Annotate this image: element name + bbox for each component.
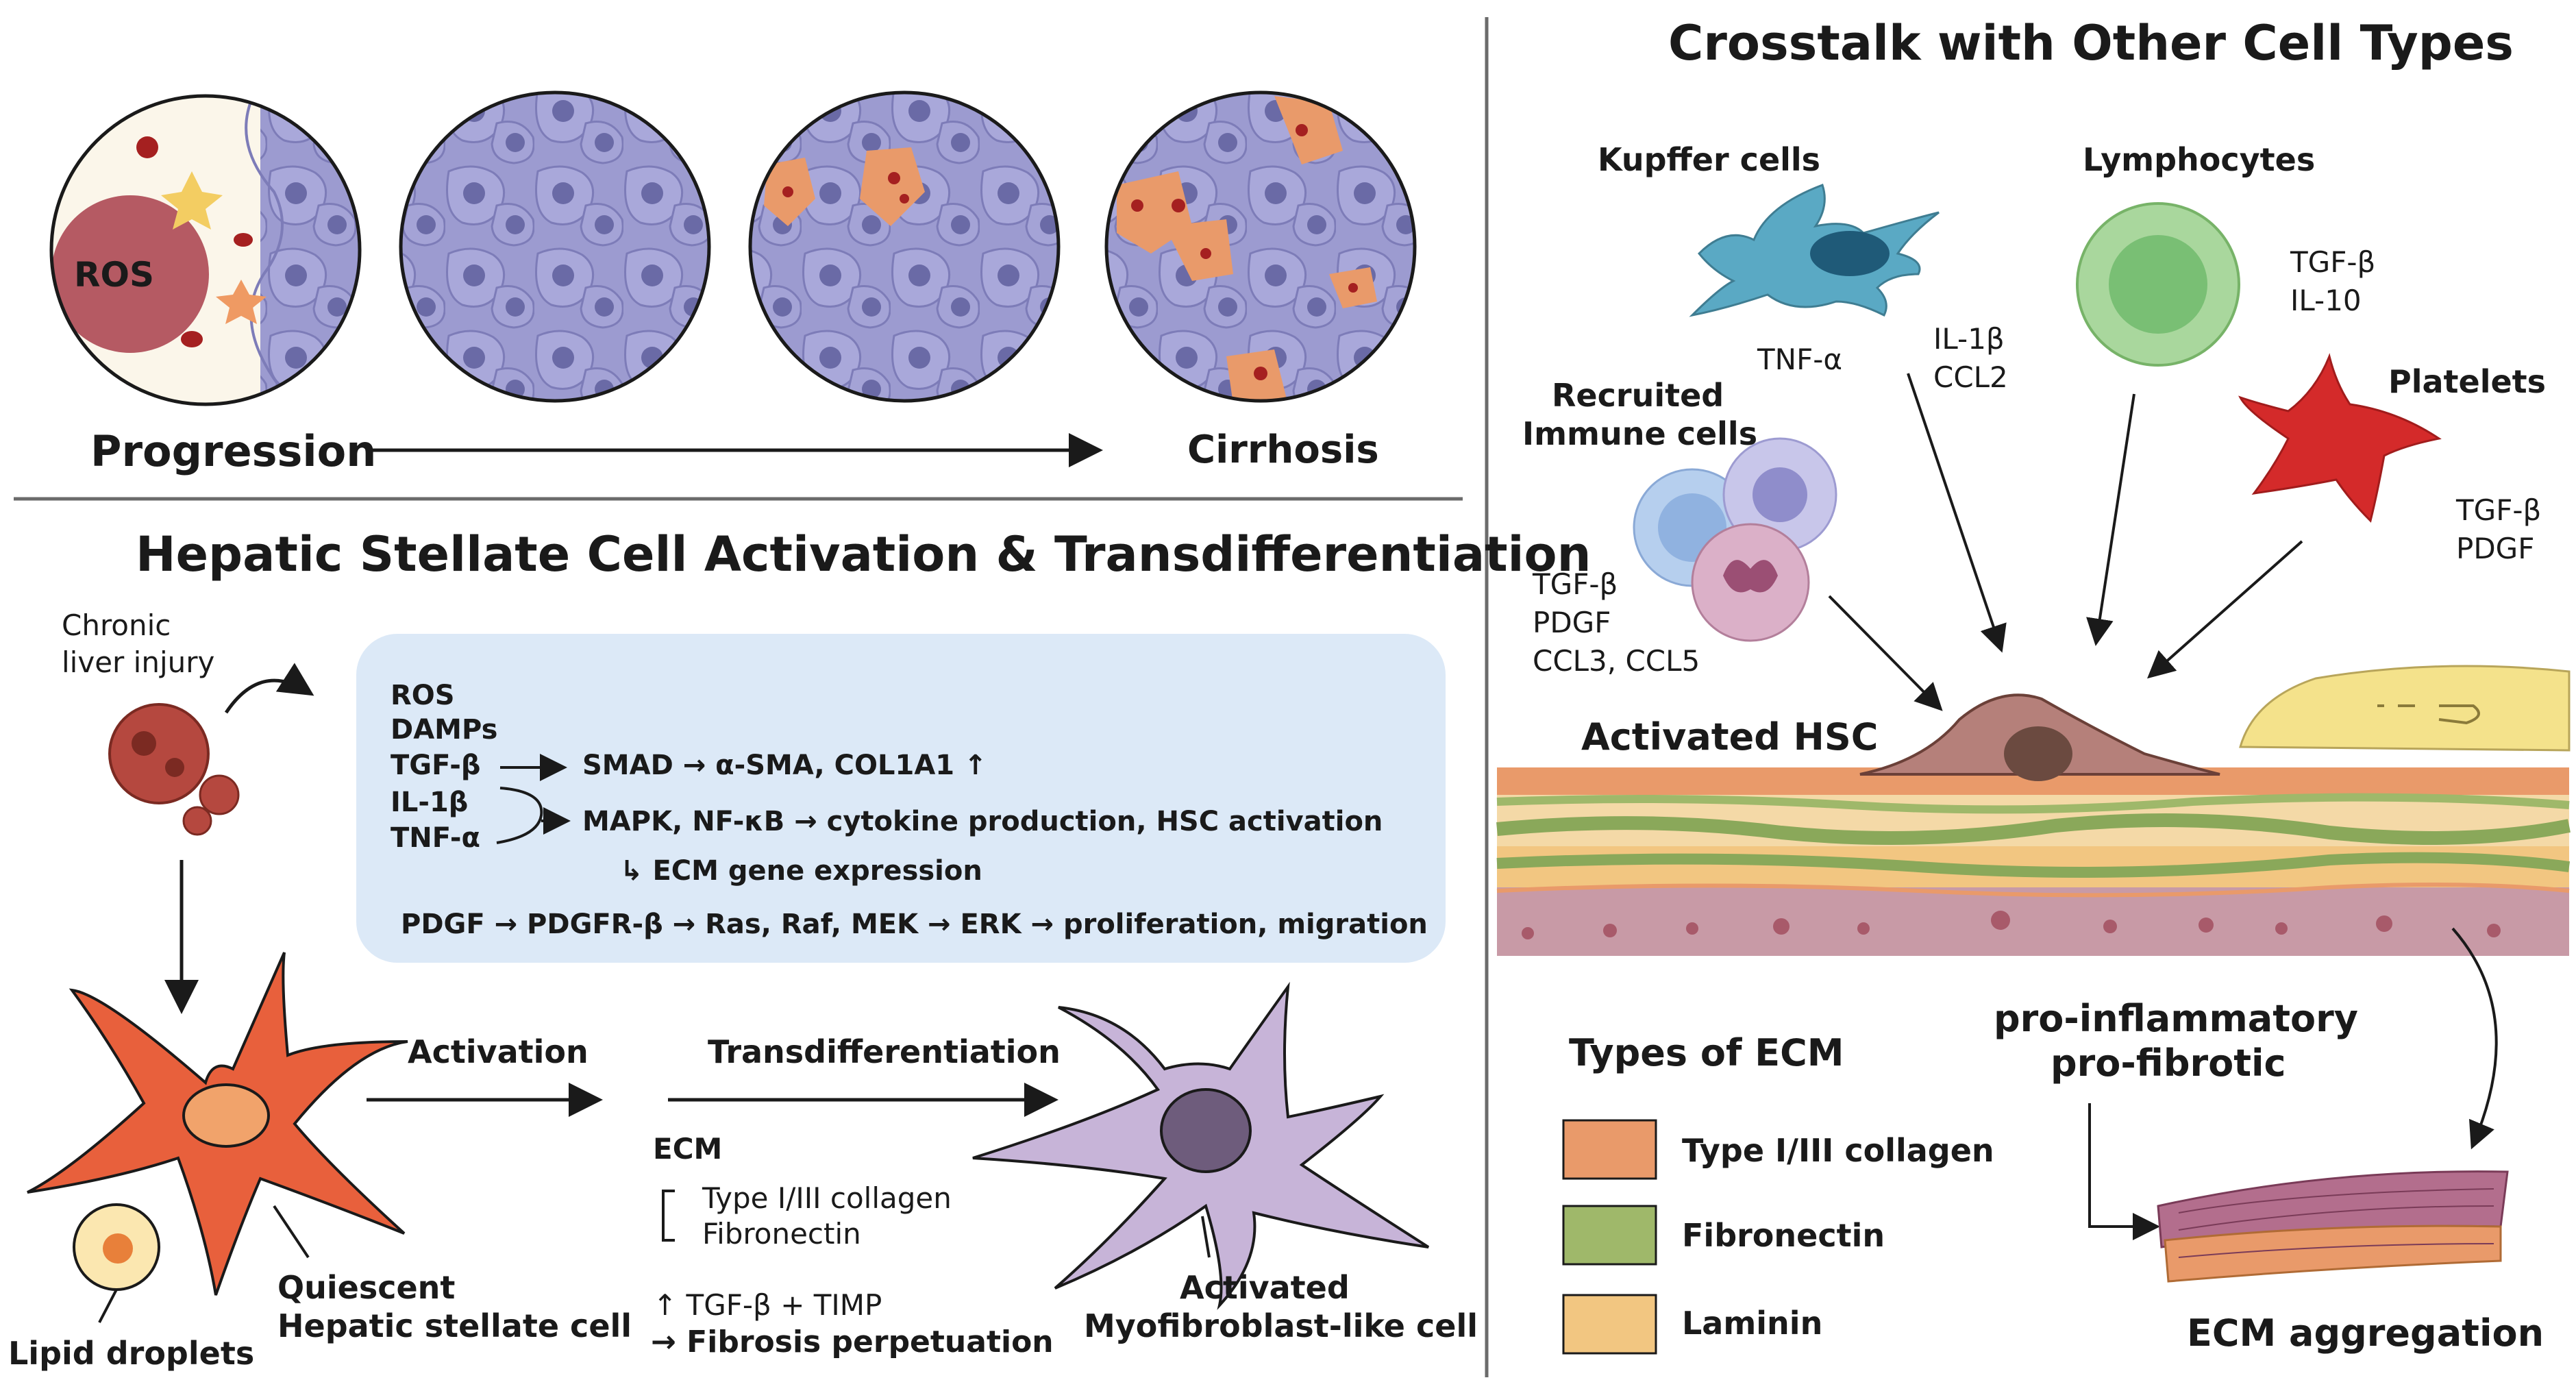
myofibroblast-shape: [972, 981, 1430, 1310]
signal-tnfa: TNF-α: [391, 822, 480, 854]
pro-fibrotic-label: pro-fibrotic: [2051, 1042, 2286, 1085]
hsc-panel-title: Hepatic Stellate Cell Activation & Trans…: [136, 526, 1592, 582]
signal-il1b: IL-1β: [391, 787, 469, 818]
progression-circle-4: [1104, 90, 1417, 403]
signaling-box: [356, 634, 1446, 963]
signal-ros: ROS: [391, 680, 455, 711]
kupffer-tnfa: TNF-α: [1757, 343, 1843, 376]
myofibroblast-pointer: [1201, 1216, 1211, 1258]
quiescent-pointer: [273, 1205, 310, 1259]
progression-circle-1: [49, 94, 362, 406]
activated-label-line2: Myofibroblast-like cell: [1084, 1307, 1478, 1344]
mapk-line: MAPK, NF-κB → cytokine production, HSC a…: [582, 806, 1383, 837]
lipid-droplets-label: Lipid droplets: [8, 1335, 255, 1372]
activated-hsc-dome: [1859, 693, 2220, 781]
swatch-collagen: [1562, 1119, 1657, 1180]
signal-damps: DAMPs: [391, 714, 498, 746]
progression-circle-2: [399, 90, 711, 403]
recruited-label-line1: Recruited: [1552, 377, 1724, 414]
kupffer-arrow: [1907, 373, 2007, 653]
activated-hsc-label: Activated HSC: [1581, 715, 1879, 759]
kupffer-il1b: IL-1β: [1933, 322, 2005, 356]
swatch-laminin: [1562, 1294, 1657, 1355]
quiescent-hsc-shape: [27, 952, 408, 1296]
ros-label: ROS: [74, 255, 155, 295]
progression-label: Progression: [90, 426, 377, 476]
kupffer-label: Kupffer cells: [1598, 141, 1821, 178]
il1b-tnfa-bracket: [496, 787, 543, 844]
kupffer-cell-shape: [1689, 184, 1940, 317]
ecm-aggregation-slab: [2157, 1170, 2509, 1283]
transdiff-label: Transdifferentiation: [708, 1033, 1061, 1070]
recruited-arrow: [1828, 595, 1943, 711]
ecm-gene-line: ↳ ECM gene expression: [620, 855, 982, 887]
pro-inflammatory-label: pro-inflammatory: [1994, 997, 2358, 1040]
aggregation-arrow: [2451, 927, 2498, 1150]
ecm-types-title: Types of ECM: [1569, 1031, 1844, 1074]
rec-ccl: CCL3, CCL5: [1533, 644, 1700, 678]
ecm-type-collagen: Type I/III collagen: [1682, 1132, 1994, 1169]
ecm-item-collagen: Type I/III collagen: [702, 1181, 952, 1215]
crosstalk-title: Crosstalk with Other Cell Types: [1668, 15, 2514, 71]
lymphocyte-shape: [2076, 202, 2240, 367]
platelet-arrow: [2147, 540, 2303, 679]
rec-pdgf: PDGF: [1533, 606, 1611, 639]
chronic-injury-line1: Chronic: [62, 608, 171, 642]
ecm-aggregation-label: ECM aggregation: [2187, 1312, 2544, 1355]
ecm-tissue-layers: [1496, 767, 2571, 956]
fibrosis-perpetuation: → Fibrosis perpetuation: [651, 1325, 1054, 1359]
activation-label: Activation: [408, 1033, 589, 1070]
lymph-il10: IL-10: [2290, 284, 2362, 317]
ecm-title: ECM: [653, 1132, 723, 1166]
progression-circle-3: [748, 90, 1061, 403]
ecm-item-fibronectin: Fibronectin: [702, 1217, 861, 1251]
quiescent-label-line1: Quiescent: [277, 1269, 456, 1306]
ecm-bracket: [662, 1190, 675, 1242]
ecm-type-laminin: Laminin: [1682, 1305, 1823, 1342]
lipid-pointer: [98, 1289, 118, 1323]
profibrotic-arrow: [2088, 1103, 2160, 1240]
recruited-immune-cells-shape: [1633, 437, 1837, 642]
chronic-injury-line2: liver injury: [62, 645, 215, 679]
plat-pdgf: PDGF: [2456, 532, 2535, 565]
tgf-timp-line: ↑ TGF-β + TIMP: [653, 1288, 882, 1322]
lipid-droplet: [73, 1203, 160, 1291]
platelet-shape: [2238, 353, 2442, 523]
pdgf-line: PDGF → PDGFR-β → Ras, Raf, MEK → ERK → p…: [401, 909, 1428, 940]
platelets-label: Platelets: [2388, 363, 2547, 400]
injured-hepatocyte: [108, 703, 240, 836]
quiescent-label-line2: Hepatic stellate cell: [277, 1307, 632, 1344]
rec-tgfb: TGF-β: [1533, 567, 1618, 601]
kupffer-ccl2: CCL2: [1933, 360, 2008, 394]
lymphocytes-label: Lymphocytes: [2083, 141, 2316, 178]
yellow-cell: [2239, 665, 2571, 752]
lymphocyte-arrow: [2086, 393, 2135, 646]
swatch-fibronectin: [1562, 1205, 1657, 1266]
cirrhosis-label: Cirrhosis: [1187, 428, 1379, 472]
ecm-type-fibronectin: Fibronectin: [1682, 1217, 1885, 1254]
smad-line: SMAD → α-SMA, COL1A1 ↑: [582, 750, 987, 781]
injury-to-box-arrow: [224, 663, 314, 714]
lymph-tgfb: TGF-β: [2290, 245, 2376, 279]
plat-tgfb: TGF-β: [2456, 493, 2542, 527]
activated-label-line1: Activated: [1180, 1269, 1350, 1306]
signal-tgfb: TGF-β: [391, 750, 481, 781]
recruited-label-line2: Immune cells: [1522, 415, 1758, 452]
